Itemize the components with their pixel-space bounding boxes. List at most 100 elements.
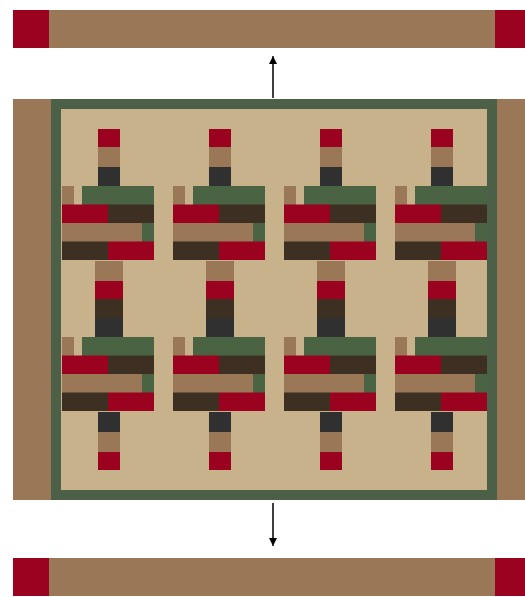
spool-mid-brown [317, 261, 345, 281]
log-strip [407, 186, 415, 205]
log-strip [108, 393, 154, 412]
spool-mid-black [95, 318, 123, 337]
spool-top-red [431, 129, 453, 147]
log-strip [173, 393, 219, 412]
spool-top-black [209, 167, 231, 186]
spool-top-brown [431, 147, 453, 167]
down-arrow [269, 503, 277, 546]
spool-top-black [431, 167, 453, 186]
log-strip [407, 337, 415, 356]
log-strip [395, 205, 441, 224]
log-strip [82, 186, 154, 205]
spool-mid-dark [317, 299, 345, 318]
spool-top-brown [209, 147, 231, 167]
spool-mid-brown [206, 261, 234, 281]
log-strip [284, 393, 330, 412]
log-strip [253, 223, 265, 242]
log-strip [475, 223, 487, 242]
log-strip [219, 356, 265, 375]
log-strip [304, 337, 376, 356]
log-strip [475, 374, 487, 393]
log-strip [185, 186, 193, 205]
log-strip [415, 337, 487, 356]
log-strip [193, 337, 265, 356]
spool-mid-brown [428, 261, 456, 281]
log-strip [395, 356, 441, 375]
corner-square [13, 558, 49, 596]
spool-mid-dark [206, 299, 234, 318]
spool-bottom-black [431, 412, 453, 432]
spool-top-red [209, 129, 231, 147]
arrow-head [269, 56, 277, 64]
log-strip [284, 242, 330, 261]
log-strip [108, 205, 154, 224]
log-strip [330, 242, 376, 261]
spool-bottom-black [209, 412, 231, 432]
log-strip [173, 242, 219, 261]
log-strip [62, 186, 74, 205]
log-strip [142, 223, 154, 242]
spool-bottom-red [320, 452, 342, 470]
spool-mid-red [428, 281, 456, 299]
log-strip [62, 337, 74, 356]
spool-bottom-brown [98, 432, 120, 452]
spool-mid-black [428, 318, 456, 337]
log-strip [395, 374, 475, 393]
left-side-border [13, 99, 51, 500]
log-strip [62, 205, 108, 224]
log-strip [441, 356, 487, 375]
spool-bottom-red [209, 452, 231, 470]
tan-field [61, 109, 487, 490]
spool-bottom-red [431, 452, 453, 470]
log-strip [142, 374, 154, 393]
log-strip [82, 337, 154, 356]
log-strip [219, 205, 265, 224]
log-strip [441, 205, 487, 224]
spool-mid-dark [95, 299, 123, 318]
log-strip [284, 205, 330, 224]
log-strip [253, 374, 265, 393]
spool-bottom-black [98, 412, 120, 432]
center-quilt-panel [51, 99, 497, 500]
log-strip [284, 374, 364, 393]
border-strip-fabric [13, 10, 513, 48]
log-strip [193, 186, 265, 205]
log-strip [330, 205, 376, 224]
log-strip [284, 356, 330, 375]
log-strip [395, 186, 407, 205]
spool-top-black [320, 167, 342, 186]
spool-top-brown [98, 147, 120, 167]
spool-top-black [98, 167, 120, 186]
log-strip [74, 337, 82, 356]
log-strip [74, 186, 82, 205]
spool-top-red [98, 129, 120, 147]
log-strip [185, 337, 193, 356]
log-strip [330, 393, 376, 412]
log-strip [296, 337, 304, 356]
log-strip [395, 242, 441, 261]
log-strip [173, 223, 253, 242]
log-strip [62, 374, 142, 393]
arrow-head [269, 538, 277, 546]
log-strip [364, 374, 376, 393]
log-strip [284, 186, 296, 205]
spool-mid-black [317, 318, 345, 337]
spool-top-brown [320, 147, 342, 167]
log-strip [296, 186, 304, 205]
log-strip [330, 356, 376, 375]
log-strip [62, 393, 108, 412]
spool-mid-red [317, 281, 345, 299]
log-strip [284, 223, 364, 242]
spool-mid-brown [95, 261, 123, 281]
spool-top-red [320, 129, 342, 147]
spool-mid-red [206, 281, 234, 299]
spool-bottom-brown [431, 432, 453, 452]
log-strip [173, 205, 219, 224]
corner-square [13, 10, 49, 48]
log-strip [62, 242, 108, 261]
right-side-border [497, 99, 525, 500]
spool-mid-black [206, 318, 234, 337]
spool-mid-red [95, 281, 123, 299]
log-strip [364, 223, 376, 242]
